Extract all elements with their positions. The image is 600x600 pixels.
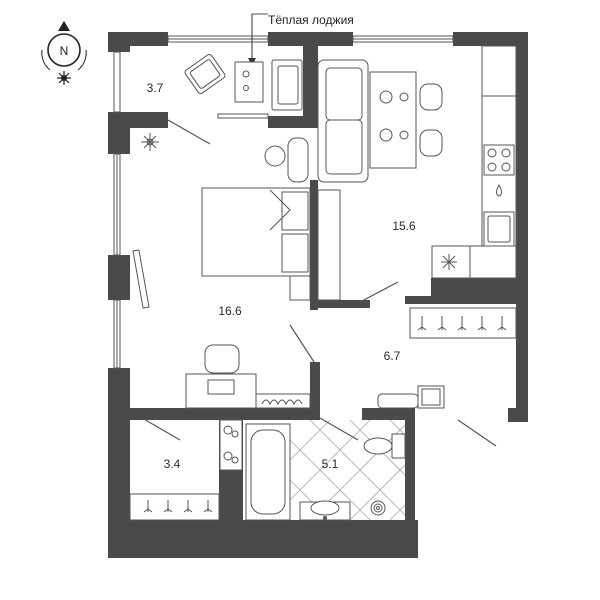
bedroom-furniture (132, 137, 341, 409)
loggia-area: 3.7 (147, 81, 164, 95)
bedroom-area: 16.6 (218, 304, 242, 318)
arrow-down-icon (248, 14, 256, 66)
compass-icon: N (41, 21, 87, 71)
windows (113, 35, 454, 369)
storage-area: 3.4 (164, 457, 181, 471)
bathroom-area: 5.1 (322, 457, 339, 471)
sun-icon (57, 71, 71, 85)
loggia-furniture (184, 54, 303, 111)
kitchen-living-area: 15.6 (392, 219, 416, 233)
walls (108, 32, 528, 558)
loggia-caption: Тёплая лоджия (268, 13, 354, 27)
snowflake-icon (441, 254, 457, 270)
compass-north-label: N (60, 44, 69, 58)
storage-furniture (129, 419, 243, 521)
hall-furniture (377, 307, 517, 409)
sun-icon (141, 133, 159, 151)
bathroom-furniture (245, 423, 406, 521)
kitchen-furniture (317, 45, 517, 279)
hall-area: 6.7 (384, 349, 401, 363)
